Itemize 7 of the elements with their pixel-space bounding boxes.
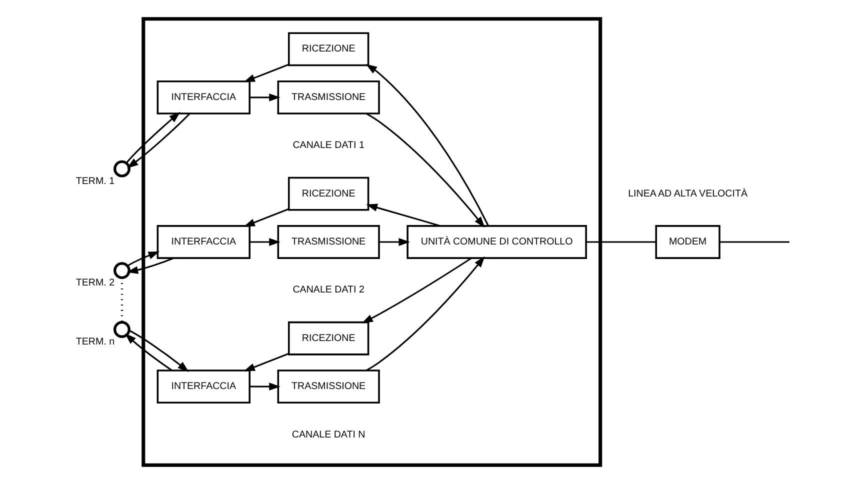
label: CANALE DATI N (291, 429, 365, 440)
label: LINEA AD ALTA VELOCITÀ (628, 188, 748, 200)
label: CANALE DATI 2 (292, 284, 364, 296)
label: CANALE DATI 1 (292, 140, 364, 152)
node-label: TERM. n (75, 336, 114, 348)
node-label: TERM. 1 (75, 176, 114, 187)
node-label: TERM. 2 (75, 278, 114, 289)
